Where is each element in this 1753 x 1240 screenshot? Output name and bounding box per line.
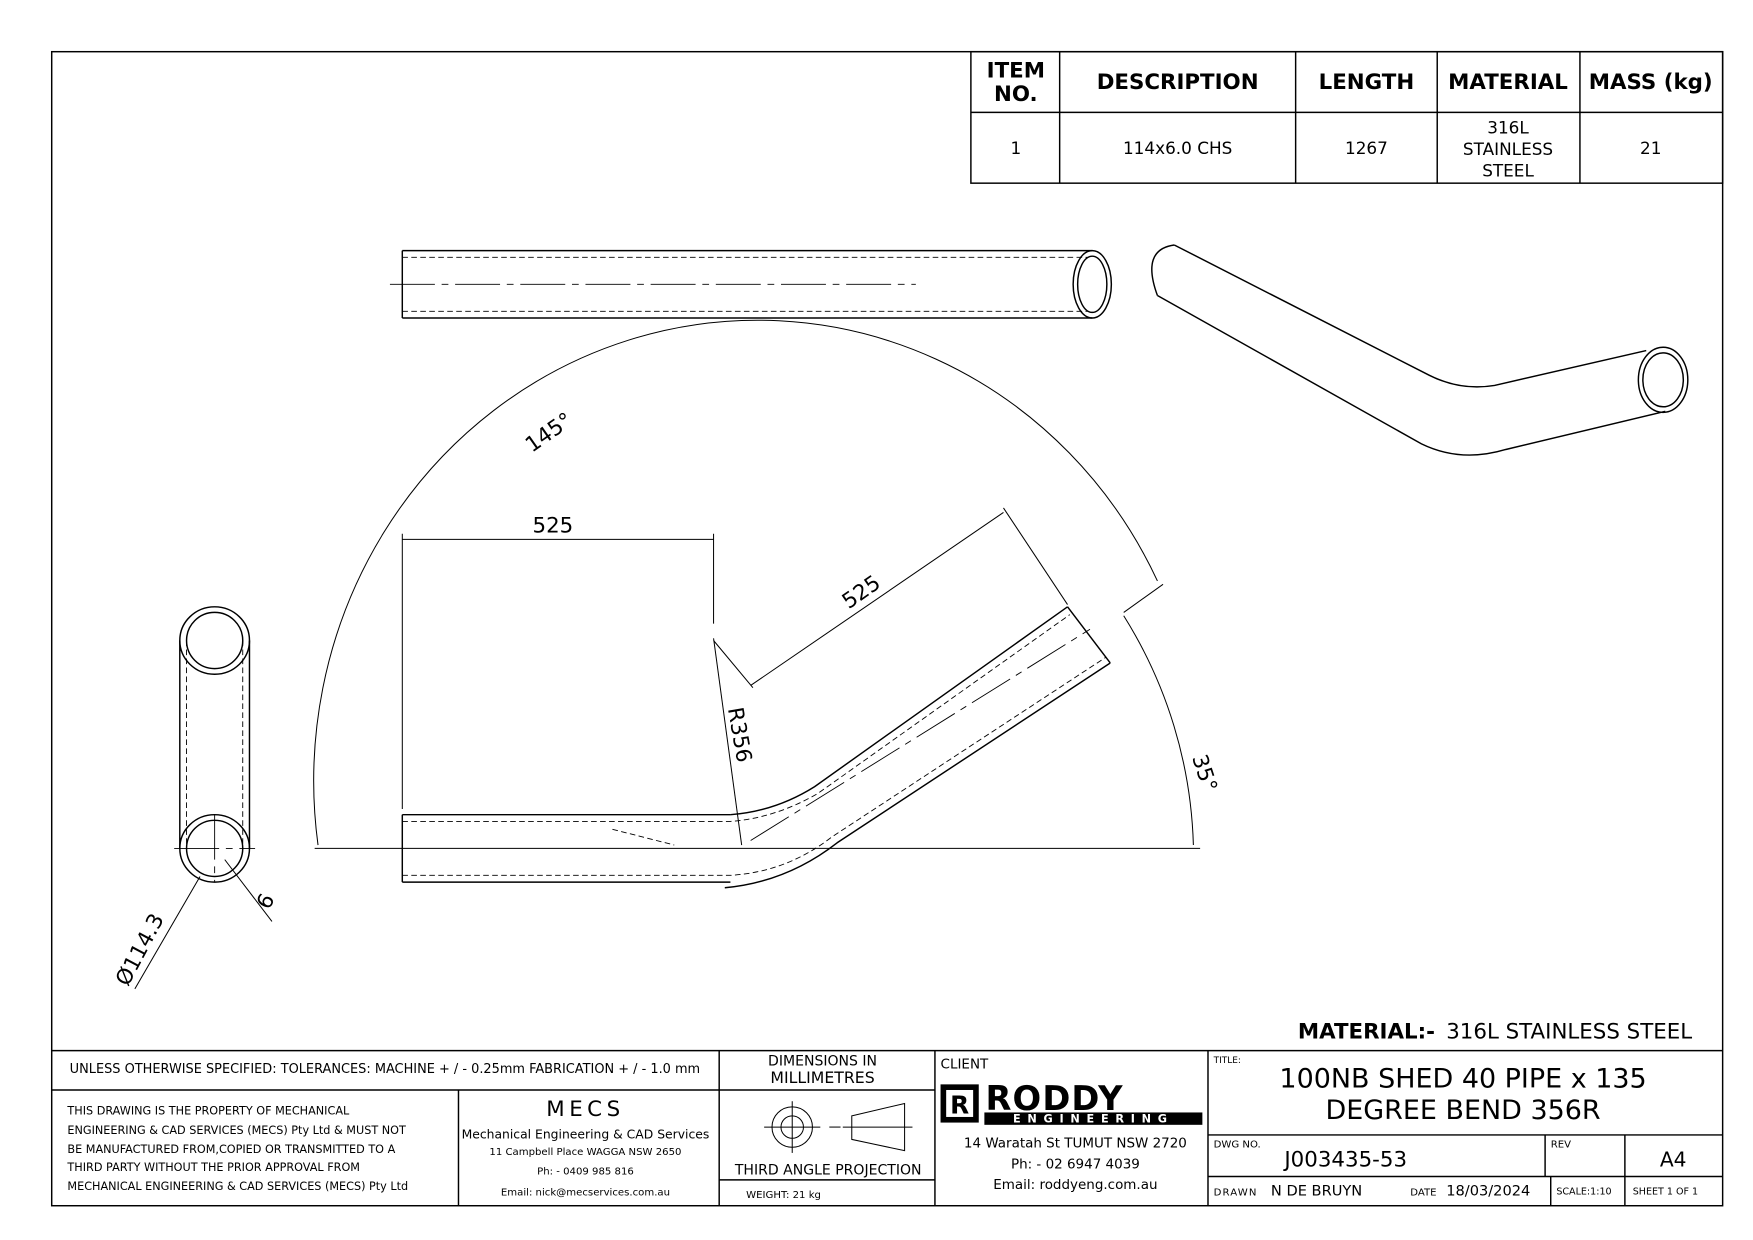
bill-of-materials-table: ITEM NO. DESCRIPTION LENGTH MATERIAL MAS…	[970, 50, 1724, 184]
scale: SCALE:1:10	[1556, 1186, 1611, 1197]
dim-wall-thickness: 6	[252, 890, 280, 914]
client-address: 14 Waratah St TUMUT NSW 2720	[964, 1135, 1187, 1151]
third-angle-projection-symbol	[764, 1101, 913, 1153]
disclaimer-line-2: ENGINEERING & CAD SERVICES (MECS) Pty Lt…	[67, 1124, 406, 1137]
roddy-logo: R RODDY ENGINEERING	[940, 1079, 1203, 1126]
dim-angled-length: 525	[838, 571, 886, 615]
client-email: Email: roddyeng.com.au	[993, 1177, 1157, 1193]
tolerances-note: UNLESS OTHERWISE SPECIFIED: TOLERANCES: …	[70, 1062, 700, 1077]
sheet-number: SHEET 1 OF 1	[1633, 1186, 1698, 1197]
material-note-value: 316L STAINLESS STEEL	[1446, 1019, 1692, 1044]
drawing-title-line-1: 100NB SHED 40 PIPE x 135	[1279, 1064, 1646, 1095]
disclaimer-line-5: MECHANICAL ENGINEERING & CAD SERVICES (M…	[67, 1180, 408, 1193]
header-mass: MASS (kg)	[1589, 70, 1713, 95]
mecs-phone: Ph: - 0409 985 816	[537, 1166, 634, 1177]
dim-bend-angle: 35°	[1186, 751, 1221, 795]
projection-label: THIRD ANGLE PROJECTION	[734, 1162, 922, 1178]
header-material: MATERIAL	[1448, 70, 1568, 95]
disclaimer-line-4: THIRD PARTY WITHOUT THE PRIOR APPROVAL F…	[66, 1161, 360, 1174]
header-description: DESCRIPTION	[1097, 70, 1259, 95]
client-label: CLIENT	[941, 1057, 989, 1073]
header-item: ITEM	[987, 59, 1045, 84]
drawn-label: DRAWN	[1214, 1188, 1258, 1199]
mecs-email: Email: nick@mecservices.com.au	[501, 1188, 670, 1199]
drawn-by: N DE BRUYN	[1271, 1183, 1362, 1200]
dim-diameter: Ø114.3	[111, 910, 170, 991]
mecs-name: Mechanical Engineering & CAD Services	[462, 1127, 710, 1141]
top-view-pipe	[389, 249, 1113, 319]
dim-total-angle: 145°	[521, 408, 577, 458]
dim-straight-length: 525	[533, 514, 574, 539]
cell-material-1: 316L	[1487, 118, 1529, 138]
end-view-pipe: Ø114.3 6	[111, 606, 280, 991]
cell-description: 114x6.0 CHS	[1123, 138, 1232, 158]
material-note-label: MATERIAL:-	[1298, 1019, 1435, 1044]
svg-text:ENGINEERING: ENGINEERING	[1013, 1113, 1174, 1126]
disclaimer-line-3: BE MANUFACTURED FROM,COPIED OR TRANSMITT…	[67, 1143, 395, 1156]
title-label: TITLE:	[1213, 1056, 1241, 1066]
dwg-no-label: DWG NO.	[1214, 1139, 1261, 1150]
header-item-no: NO.	[994, 82, 1038, 107]
cell-item: 1	[1010, 138, 1021, 158]
cell-material-2: STAINLESS	[1463, 139, 1553, 159]
drawing-title-line-2: DEGREE BEND 356R	[1325, 1095, 1600, 1126]
mecs-address: 11 Campbell Place WAGGA NSW 2650	[489, 1147, 681, 1158]
dim-bend-radius: R356	[722, 705, 756, 764]
svg-text:RODDY: RODDY	[985, 1079, 1123, 1118]
units-line-1: DIMENSIONS IN	[768, 1053, 877, 1069]
units-line-2: MILLIMETRES	[770, 1068, 874, 1087]
date-label: DATE	[1410, 1188, 1436, 1199]
header-length: LENGTH	[1319, 70, 1415, 95]
dimension-annotations: 525 525 145° R356 35°	[313, 319, 1222, 846]
svg-text:R: R	[950, 1091, 969, 1120]
client-phone: Ph: - 02 6947 4039	[1011, 1157, 1140, 1173]
mecs-logo: MECS	[546, 1097, 624, 1122]
cell-length: 1267	[1345, 138, 1388, 158]
weight-label: WEIGHT: 21 kg	[746, 1190, 821, 1201]
title-block: UNLESS OTHERWISE SPECIFIED: TOLERANCES: …	[51, 1049, 1723, 1206]
date: 18/03/2024	[1446, 1183, 1530, 1200]
cell-mass: 21	[1640, 138, 1661, 158]
sheet-size: A4	[1660, 1147, 1687, 1171]
drawing-border	[50, 50, 1724, 1207]
side-view-bent-pipe	[314, 606, 1201, 889]
isometric-pipe	[1151, 244, 1689, 456]
dwg-no: J003435-53	[1282, 1147, 1407, 1172]
cell-material-3: STEEL	[1482, 160, 1534, 180]
rev-label: REV	[1551, 1139, 1571, 1150]
disclaimer-line-1: THIS DRAWING IS THE PROPERTY OF MECHANIC…	[66, 1105, 350, 1118]
